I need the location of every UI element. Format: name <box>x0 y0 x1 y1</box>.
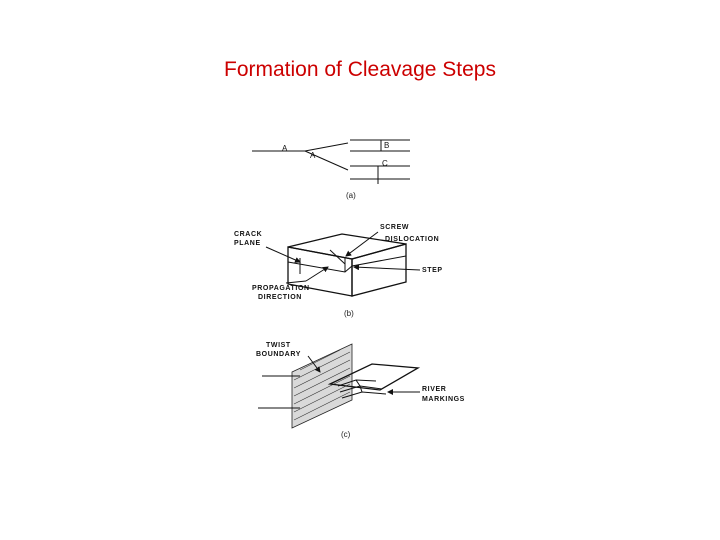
caption-b: (b) <box>344 309 354 318</box>
label-b: B <box>384 141 389 150</box>
panel-a: A A B C (a) <box>252 139 410 200</box>
label-twist-1: TWIST <box>266 342 291 349</box>
label-crack-2: PLANE <box>234 240 261 247</box>
river-markings <box>337 379 387 399</box>
twist-leader <box>307 355 321 373</box>
label-screw-2: DISLOCATION <box>385 236 439 243</box>
label-propagation-1: PROPAGATION <box>252 285 310 292</box>
crack-branch-upper <box>304 142 349 152</box>
label-crack-1: CRACK <box>234 231 262 238</box>
step-leader <box>353 264 421 271</box>
panel-c: TWIST BOUNDARY RIVER MARKINGS (c) <box>256 342 465 439</box>
screw-leader <box>345 231 379 257</box>
propagation-arrow <box>305 266 329 282</box>
block-right-face <box>351 243 407 297</box>
boundary-hatching <box>293 349 351 421</box>
propagation-leader <box>285 280 307 284</box>
crack-branch-lower <box>304 150 349 171</box>
twist-boundary-plane <box>291 343 353 429</box>
label-propagation-2: DIRECTION <box>258 294 302 301</box>
label-river-1: RIVER <box>422 386 446 393</box>
label-a-left: A <box>282 144 288 153</box>
right-cleavage-plane <box>327 363 421 391</box>
label-step: STEP <box>422 267 443 274</box>
screw-dislocation-line <box>329 249 346 265</box>
slide-title: Formation of Cleavage Steps <box>224 58 496 81</box>
caption-a: (a) <box>346 191 356 200</box>
label-screw-1: SCREW <box>380 224 409 231</box>
label-twist-2: BOUNDARY <box>256 351 301 358</box>
crack-plane-line <box>287 255 407 273</box>
label-c: C <box>382 159 388 168</box>
caption-c: (c) <box>341 430 351 439</box>
panel-b: CRACK PLANE SCREW DISLOCATION STEP PROPA… <box>234 224 443 318</box>
label-a-mid: A <box>310 151 316 160</box>
crack-plane-leader <box>265 246 301 263</box>
label-river-2: MARKINGS <box>422 396 465 403</box>
